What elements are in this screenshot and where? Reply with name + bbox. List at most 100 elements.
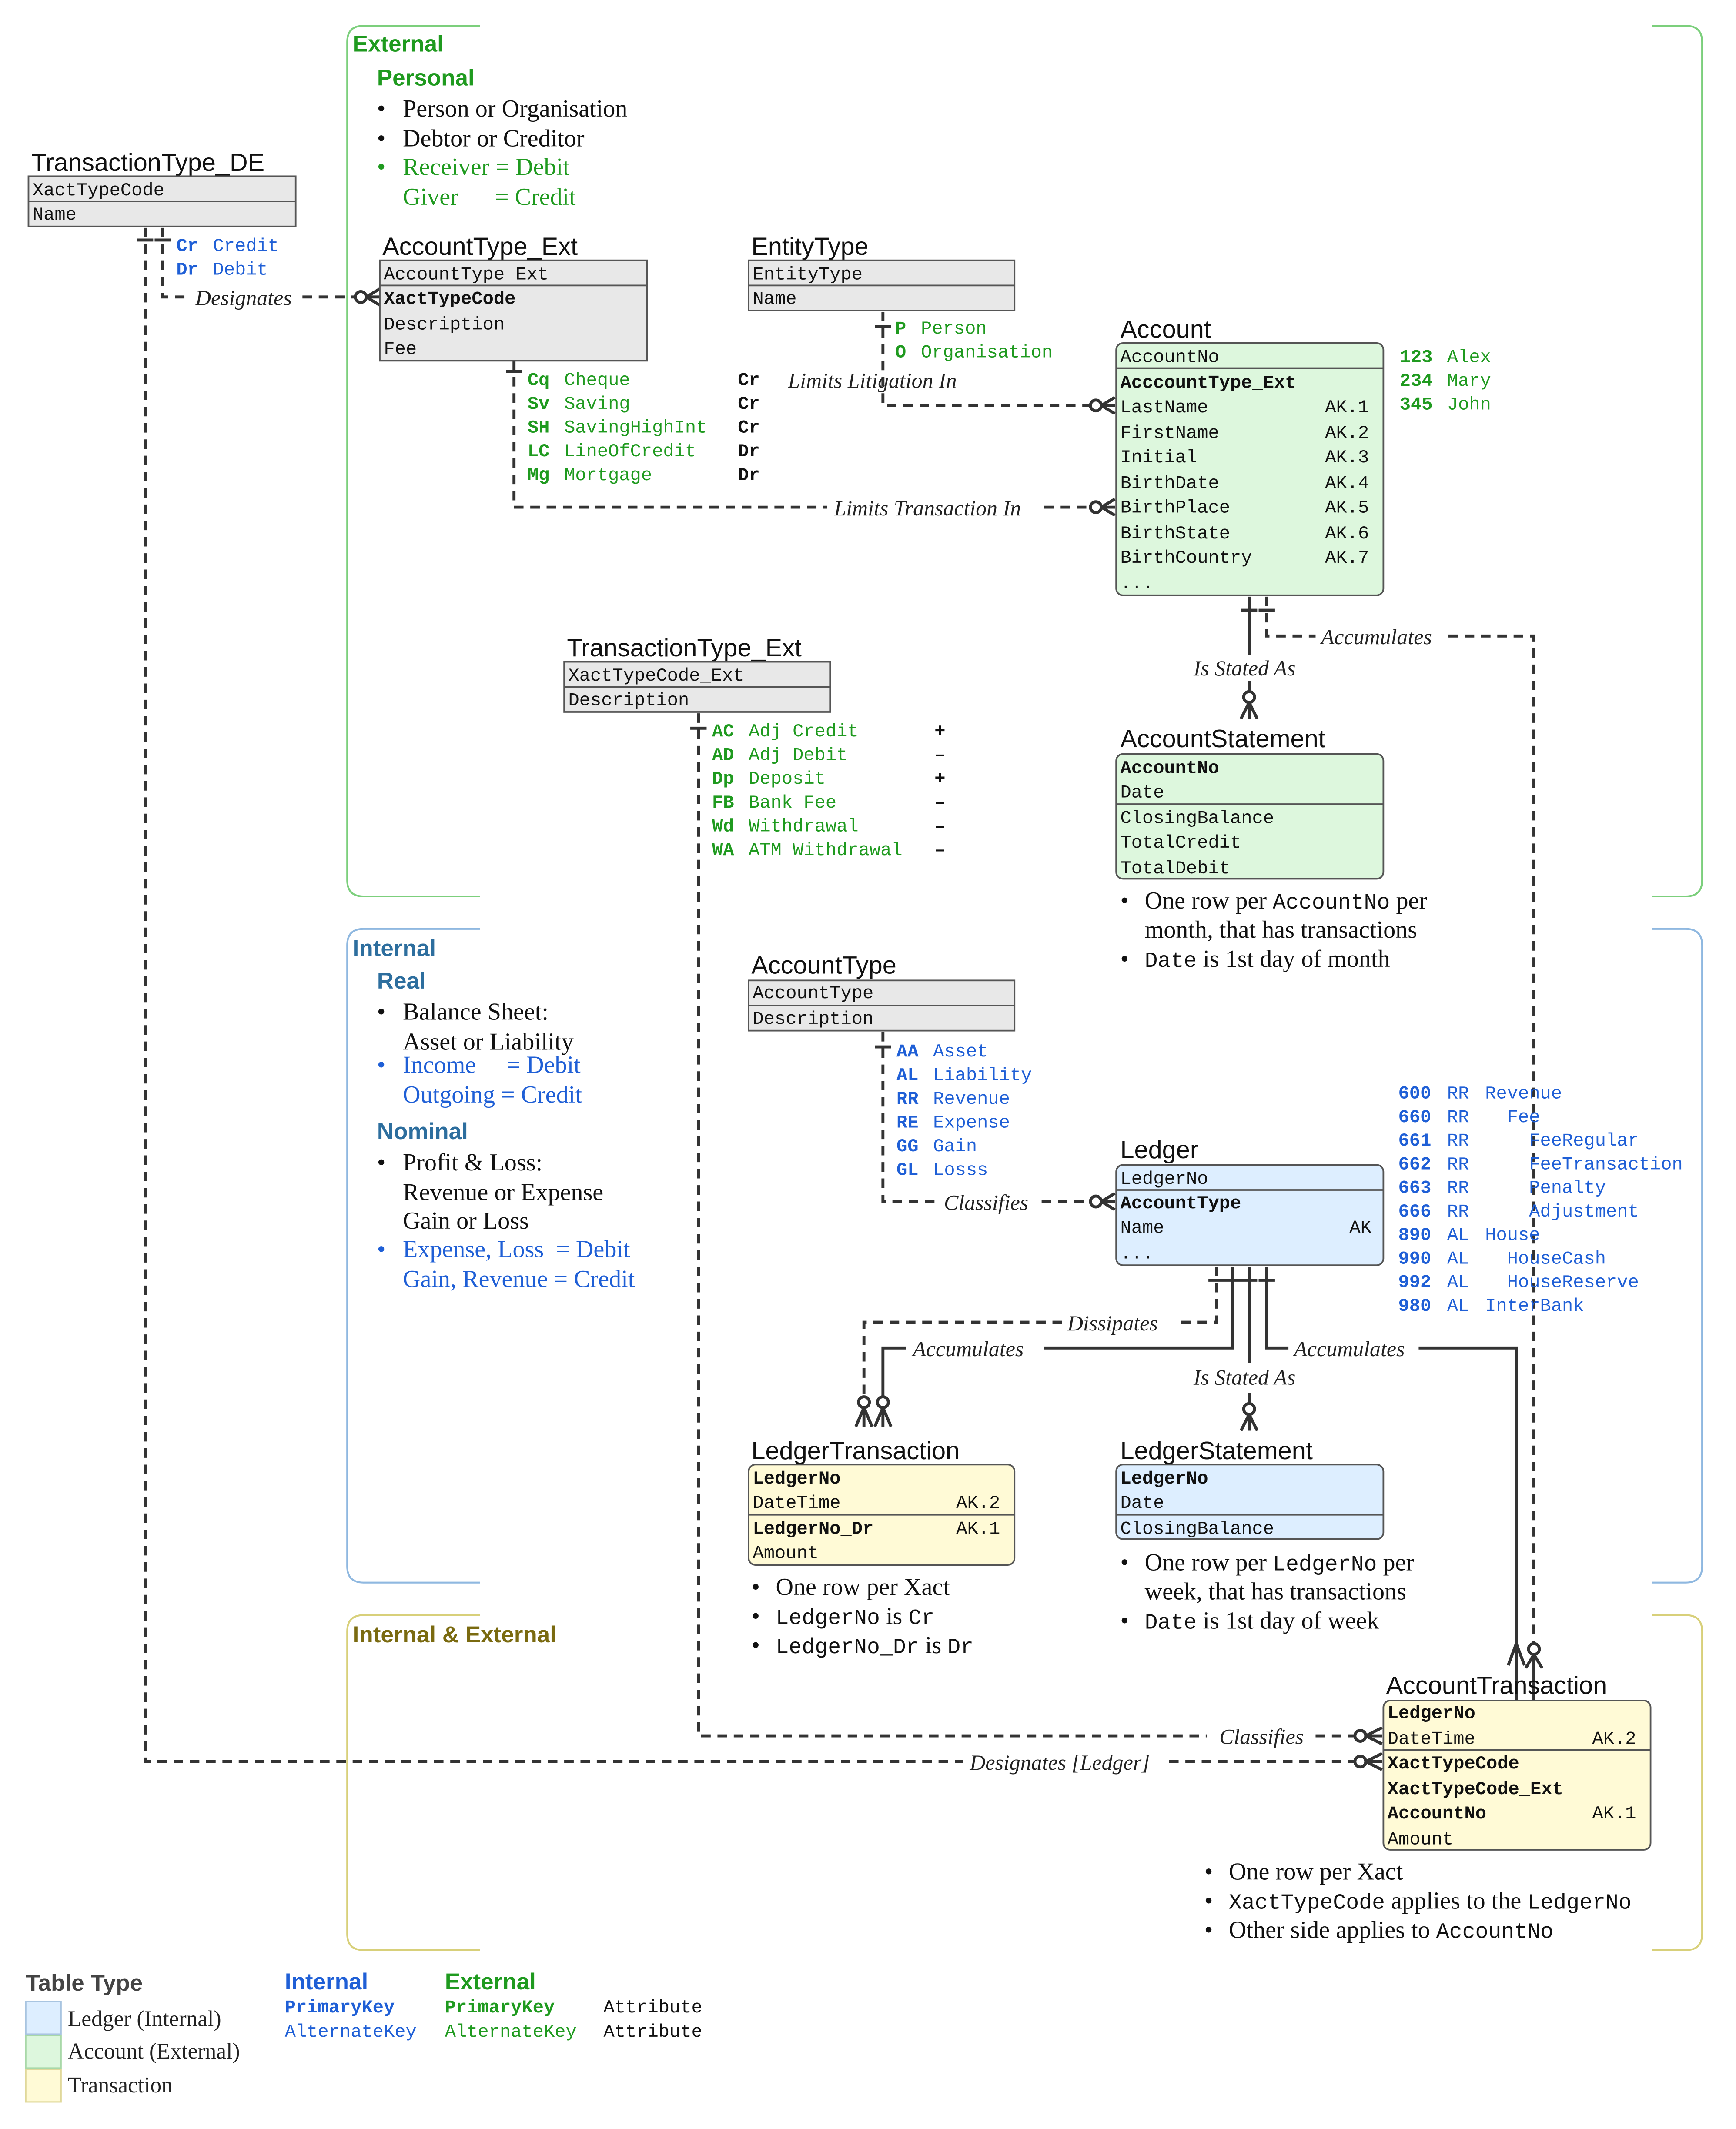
note-run: AccountNo — [1273, 890, 1390, 915]
accounttype-ext-value-label: Cheque — [564, 370, 630, 391]
ledger-sample-type: RR — [1447, 1154, 1469, 1175]
ledger-sample-label: FeeTransaction — [1485, 1154, 1683, 1175]
accounttype-value-code: AA — [896, 1041, 919, 1062]
table-accountstatement: AccountStatement AccountNo Date ClosingB… — [1115, 725, 1385, 880]
table-transactiontype-de: TransactionType_DE XactTypeCode Name — [27, 149, 297, 227]
note-run: One row per — [1145, 887, 1273, 914]
note-run: is 1st day of week — [1197, 1608, 1379, 1634]
note-run: One row per Xact — [1229, 1858, 1403, 1885]
nominal-gain-loss: Gain or Loss — [403, 1207, 529, 1234]
transactiontype-ext-value-code: Dp — [712, 769, 734, 789]
svg-text:•: • — [377, 1236, 386, 1263]
ledger-sample-label: Adjustment — [1485, 1201, 1639, 1222]
nominal-title: Nominal — [377, 1119, 468, 1144]
transactiontype-ext-value-label: + — [934, 769, 945, 789]
pk-ledgerno: LedgerNo — [1120, 1468, 1208, 1489]
ak-marker: AK.2 — [1325, 423, 1369, 444]
note-run: is — [919, 1632, 947, 1659]
transactiontype-ext-value-label: – — [934, 792, 945, 813]
table-title: LedgerStatement — [1120, 1437, 1312, 1465]
accounttype-value-code: GG — [896, 1136, 919, 1157]
label-transaction-classifies: Classifies — [1219, 1725, 1304, 1749]
note-accounttransaction-line: One row per Xact — [1229, 1858, 1403, 1885]
col-amount: Amount — [1388, 1829, 1454, 1850]
label-designates-ledger: Designates [Ledger] — [969, 1751, 1150, 1775]
accounttype-ext-value-code: Cq — [528, 370, 550, 391]
accounttype-ext-value-label: Dr — [738, 465, 760, 486]
note-accountstatement-line: month, that has transactions — [1145, 916, 1417, 943]
note-run: is 1st day of month — [1197, 946, 1390, 973]
accounttype-value-label: Gain — [933, 1136, 977, 1157]
note-bullet: • — [1120, 1608, 1129, 1634]
note-run: LedgerNo — [1527, 1891, 1631, 1915]
note-ledgertransaction-line: LedgerNo_Dr is Dr — [776, 1632, 973, 1660]
legend-title: Table Type — [26, 1970, 143, 1996]
col-lastname: LastName — [1120, 397, 1208, 418]
ak-marker: AK.7 — [1325, 548, 1369, 568]
relationship-symbols — [137, 238, 1544, 1771]
label-limits-litigation: Limits Litigation In — [788, 369, 957, 393]
real-title: Real — [377, 968, 426, 994]
table-accounttype-ext: AccountType_Ext AccountType_Ext XactType… — [379, 233, 648, 362]
ledger-sample-type: RR — [1447, 1130, 1469, 1151]
note-ledgertransaction-line: LedgerNo is Cr — [776, 1603, 934, 1631]
col-closingbalance: ClosingBalance — [1120, 1518, 1274, 1539]
external-bullet-2: Debtor or Creditor — [403, 125, 585, 152]
legend-internal-primarykey: PrimaryKey — [285, 1997, 395, 2018]
real-balance-sheet: Balance Sheet: — [403, 999, 549, 1026]
note-accounttransaction-line: XactTypeCode applies to the LedgerNo — [1229, 1888, 1632, 1915]
ledger-sample-code: 980 — [1398, 1296, 1432, 1317]
table-entitytype: EntityType EntityType Name — [748, 233, 1016, 311]
rel-classifies-ledger — [881, 1032, 1090, 1203]
account-sample-code: 123 — [1400, 347, 1433, 368]
ledger-sample-label: Fee — [1485, 1107, 1540, 1128]
legend-transaction: Transaction — [68, 2073, 173, 2098]
region-internal-title: Internal — [353, 936, 436, 961]
accounttype-ext-value-code: SH — [528, 418, 550, 438]
table-title: TransactionType_DE — [31, 149, 264, 177]
note-bullet: • — [751, 1632, 760, 1659]
ak-marker: AK.3 — [1325, 447, 1369, 468]
table-accounttransaction: AccountTransaction LedgerNo DateTime Xac… — [1382, 1671, 1652, 1851]
accounttype-ext-value-label: Mortgage — [564, 465, 652, 486]
transactiontype-ext-value-code: AC — [712, 721, 734, 742]
label-account-accumulates: Accumulates — [1320, 625, 1432, 649]
ak-marker: AK.5 — [1325, 498, 1369, 518]
transactiontype-ext-value-label: – — [934, 745, 945, 766]
legend-ledger-internal: Ledger (Internal) — [68, 2006, 221, 2031]
nominal-revenue-credit: Gain, Revenue = Credit — [403, 1266, 635, 1293]
ledger-sample-code: 992 — [1398, 1272, 1432, 1293]
transactiontype-ext-value-label: Bank Fee — [749, 792, 836, 813]
ledger-sample-code: 666 — [1398, 1201, 1432, 1222]
note-run: LedgerNo — [776, 1606, 880, 1631]
pk-xacttypecode: XactTypeCode — [33, 180, 164, 201]
note-bullet: • — [751, 1603, 760, 1630]
real-asset-liability: Asset or Liability — [403, 1028, 574, 1055]
region-internal-external: Internal & External — [346, 1614, 1703, 1951]
table-title: AccountType_Ext — [382, 233, 578, 261]
transactiontype-ext-value-label: Adj Debit — [749, 745, 847, 766]
note-run: One row per — [1145, 1549, 1273, 1576]
ledger-sample-type: AL — [1447, 1248, 1469, 1269]
accounttype-value-code: GL — [896, 1160, 919, 1181]
region-external-title: External — [353, 31, 444, 57]
accounttype-value-label: Asset — [933, 1041, 988, 1062]
personal-title: Personal — [377, 65, 475, 90]
xacttype-value-code: Cr — [176, 236, 198, 257]
accounttype-ext-value-label: SavingHighInt — [564, 418, 707, 438]
col-totalcredit: TotalCredit — [1120, 832, 1241, 853]
account-sample-label: John — [1447, 394, 1491, 415]
pk-date: Date — [1120, 1493, 1164, 1514]
table-transactiontype-ext: TransactionType_Ext XactTypeCode_Ext Des… — [563, 634, 831, 713]
entitytype-value-code: O — [895, 342, 906, 363]
pk-accounttype: AccountType — [753, 983, 873, 1004]
note-ledgerstatement-line: Date is 1st day of week — [1145, 1608, 1380, 1635]
note-bullet: • — [1120, 946, 1129, 973]
note-bullet: • — [1204, 1917, 1213, 1944]
external-giver-credit: Giver = Credit — [403, 184, 576, 211]
pk-accountno: AccountNo — [1120, 758, 1219, 779]
note-run: week, that has transactions — [1145, 1578, 1406, 1605]
col-initial: Initial — [1120, 447, 1197, 468]
